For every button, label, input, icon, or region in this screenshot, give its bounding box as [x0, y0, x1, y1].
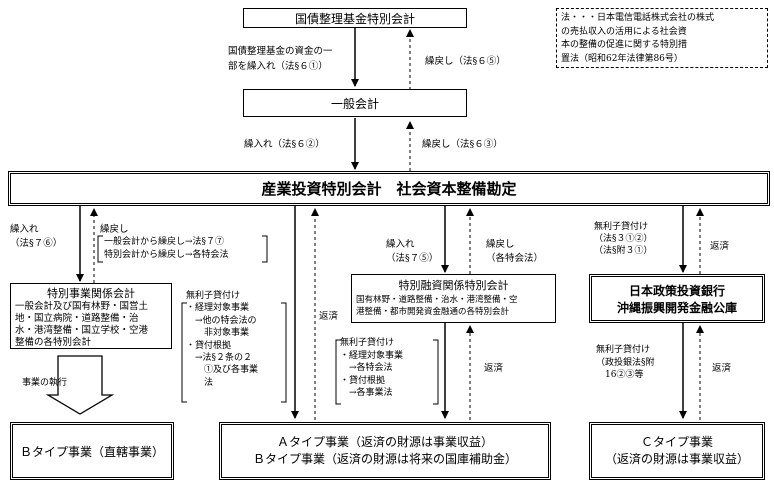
- hollow-arrow-jigyo-shikko: [45, 355, 115, 415]
- box-ab-type-line2: Ｂタイプ事業（返済の財源は将来の国庫補助金）: [252, 452, 517, 466]
- box-ab-type-line1: Ａタイプ事業（返済の財源は事業収益）: [276, 435, 493, 449]
- box-b-type: Ｂタイプ事業（直轄事業）: [10, 422, 174, 480]
- box-kokusai-label: 国債整理基金特別会計: [294, 11, 415, 26]
- box-sangyo-toshi: 産業投資特別会計 社会資本整備勘定: [8, 171, 770, 206]
- label-kurimodoshi4: 繰戻し （各特会法）: [486, 239, 544, 264]
- label-kuire1: 国債整理基金の資金の一 部を繰入れ（法§６①）: [228, 46, 333, 72]
- label-kurimodoshi2: 繰戻し（法§６③）: [422, 139, 503, 150]
- note-box: 法・・・日本電信電話株式会社の株式 の売払収入の活用による社会資 本の整備の促進…: [556, 8, 768, 68]
- label-kurimodoshi1: 繰戻し（法§６⑤）: [425, 56, 506, 67]
- box-kokusai-seiri-kikin: 国債整理基金特別会計: [243, 8, 467, 28]
- label-murishi3: 無利子貸付け （法§３①②） （法§附３①）: [594, 222, 653, 256]
- label-hensai4: 返済: [712, 363, 732, 374]
- label-jigyo-shikko: 事業の執行: [22, 378, 68, 388]
- label-murishi1: 無利子貸付け ・経理対象事業 →他の特会法の 非対象事業 ・貸付根拠 →法§２条…: [186, 291, 259, 388]
- box-tokubetsu-yushi-title: 特別融資関係特別会計: [398, 279, 509, 292]
- box-sangyo-label: 産業投資特別会計 社会資本整備勘定: [261, 180, 517, 198]
- label-murishi2: 無利子貸付け ・経理対象事業 →各特会法 ・貸付根拠 →各事業法: [340, 338, 404, 398]
- box-c-type-line1: Ｃタイプ事業: [640, 435, 713, 449]
- box-tokubetsu-jigyo-title: 特別事業関係会計: [47, 287, 135, 300]
- label-hensai2: 返済: [484, 363, 504, 374]
- bracket-murishi2-right: [433, 339, 439, 405]
- label-kuire2: 繰入れ（法§６②）: [244, 139, 325, 150]
- box-c-type-line2: （返済の財源は事業収益）: [604, 452, 749, 466]
- label-kuire4: 繰入れ （法§７⑤）: [386, 239, 439, 264]
- box-ab-type: Ａタイプ事業（返済の財源は事業収益） Ｂタイプ事業（返済の財源は将来の国庫補助金…: [219, 422, 551, 480]
- bracket-kurimodoshi3: [97, 235, 103, 263]
- box-tokubetsu-yushi-body: 国有林野・道路整備・治水・港湾整備・空 港整備・都市開発資金融通の各特別会計: [356, 295, 518, 317]
- bracket-murishi1: [181, 302, 187, 403]
- label-hensai3: 返済: [710, 241, 730, 252]
- box-seisaku-toshi: 日本政策投資銀行 沖縄振興開発金融公庫: [589, 274, 765, 323]
- box-c-type: Ｃタイプ事業 （返済の財源は事業収益）: [589, 422, 765, 480]
- box-b-type-label: Ｂタイプ事業（直轄事業）: [19, 444, 164, 459]
- label-kurimodoshi3-body: 一般会計から繰戻し→法§７⑦ 特別会計から繰戻し→各特会法: [104, 237, 229, 260]
- note-text: 法・・・日本電信電話株式会社の株式 の売払収入の活用による社会資 本の整備の促進…: [561, 13, 715, 64]
- box-tokubetsu-jigyo: 特別事業関係会計 一般会計及び国有林野・国営土 地・国立病院・道路整備・治 水・…: [10, 283, 172, 349]
- box-seisaku-line2: 沖縄振興開発金融公庫: [616, 300, 737, 315]
- box-ippan-kaikei: 一般会計: [243, 89, 467, 117]
- bracket-kurimodoshi3-right: [262, 235, 268, 263]
- bracket-murishi2: [335, 339, 341, 405]
- box-ippan-label: 一般会計: [330, 96, 379, 111]
- bracket-murishi1-right: [281, 302, 287, 403]
- label-kuire3: 繰入れ （法§７⑥）: [10, 224, 63, 249]
- label-murishi4: 無利子貸付け （政投銀法§附 16②③等: [596, 345, 655, 380]
- label-kurimodoshi3-title: 繰戻し: [100, 224, 129, 235]
- label-hensai1: 返済: [319, 311, 339, 322]
- box-tokubetsu-jigyo-body: 一般会計及び国有林野・国営土 地・国立病院・道路整備・治 水・港湾整備・国立学校…: [15, 301, 149, 348]
- box-tokubetsu-yushi: 特別融資関係特別会計 国有林野・道路整備・治水・港湾整備・空 港整備・都市開発資…: [351, 274, 556, 323]
- box-seisaku-line1: 日本政策投資銀行: [628, 283, 725, 298]
